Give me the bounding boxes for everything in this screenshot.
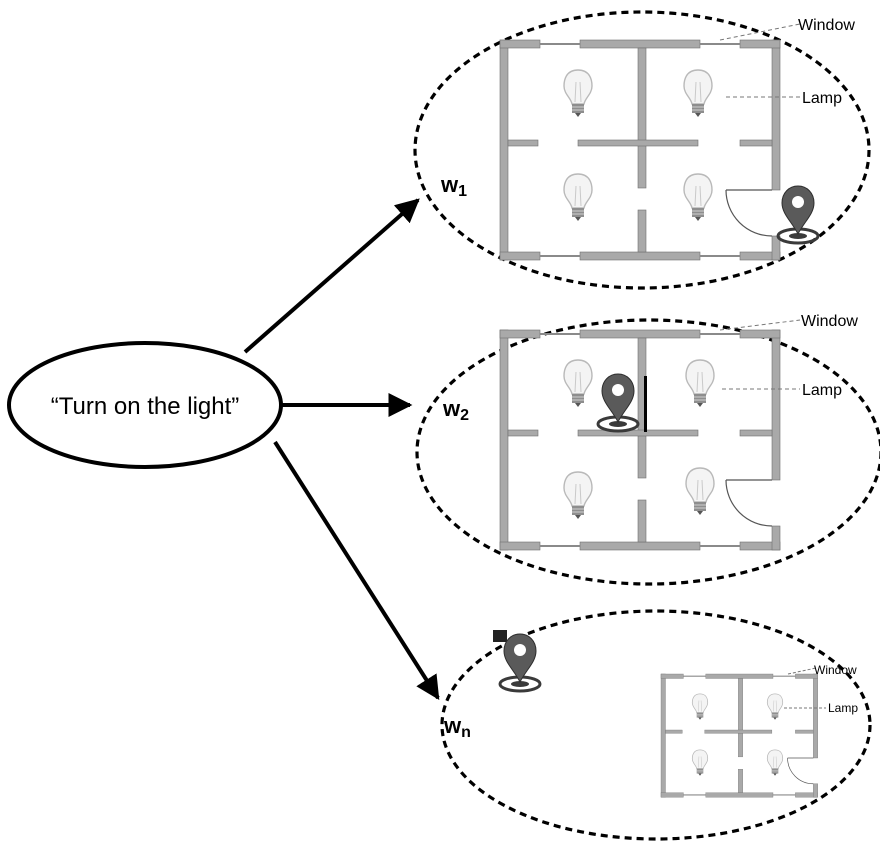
- lightbulb-icon: [691, 693, 709, 721]
- world-boundary: [440, 609, 872, 841]
- lamp-label: Lamp: [828, 701, 858, 715]
- world-label: w1: [440, 172, 467, 200]
- lightbulb-icon: [563, 69, 593, 118]
- floor-plan: [499, 329, 781, 551]
- world-n: Window Lamp wn: [440, 609, 872, 841]
- arrow-to-world-n: [273, 440, 440, 701]
- location-pin-icon: [776, 184, 820, 245]
- lamp-label: Lamp: [802, 90, 842, 107]
- lamp-label: Lamp: [802, 382, 842, 399]
- world-label: wn: [443, 713, 471, 741]
- lightbulb-icon: [685, 467, 715, 516]
- floor-plan: [499, 39, 781, 261]
- lightbulb-icon: [683, 69, 713, 118]
- world-label: w2: [442, 396, 469, 424]
- floor-plan: [660, 673, 819, 798]
- world-1: Window Lamp w1: [413, 10, 871, 290]
- arrow-to-world-1: [243, 198, 420, 354]
- world-boundary: [413, 10, 871, 290]
- lightbulb-icon: [691, 749, 709, 777]
- lightbulb-icon: [683, 173, 713, 222]
- location-pin-icon: [498, 632, 542, 693]
- window-label: Window: [814, 663, 857, 677]
- location-pin-icon: [596, 372, 640, 433]
- lightbulb-icon: [685, 359, 715, 408]
- instruction-node: “Turn on the light”: [7, 341, 283, 469]
- window-label: Window: [798, 17, 855, 34]
- world-boundary: [415, 318, 880, 586]
- lightbulb-icon: [563, 173, 593, 222]
- world-2: Window Lamp w2: [415, 313, 880, 586]
- instruction-text: “Turn on the light”: [51, 393, 240, 420]
- window-label: Window: [801, 313, 858, 330]
- lightbulb-icon: [563, 359, 593, 408]
- lightbulb-icon: [563, 471, 593, 520]
- lightbulb-icon: [766, 693, 784, 721]
- lightbulb-icon: [766, 749, 784, 777]
